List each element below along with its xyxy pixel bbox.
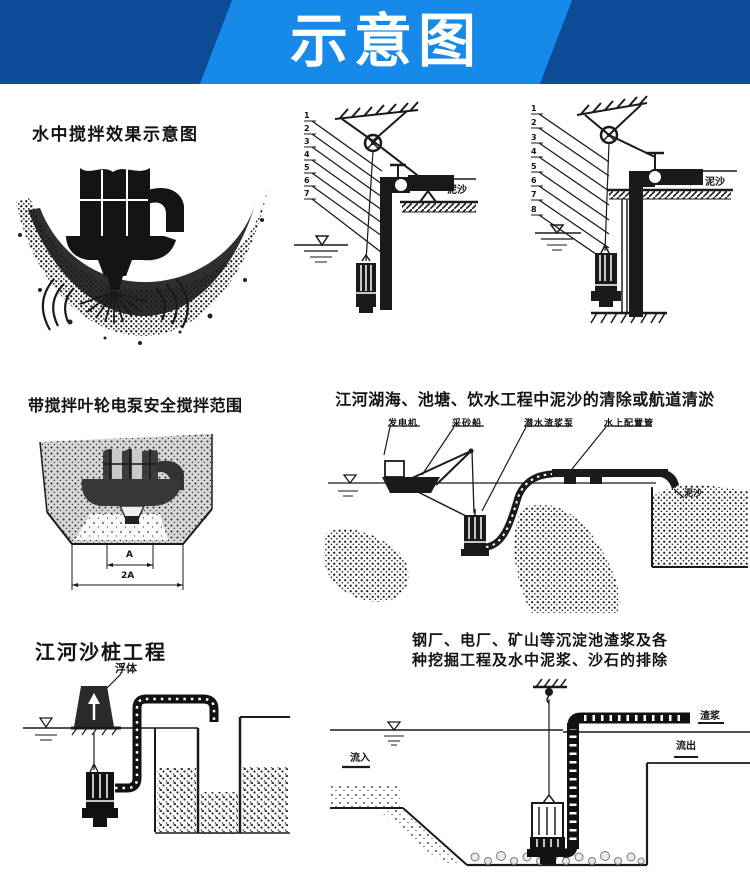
outflow-label: 流出 bbox=[676, 741, 696, 752]
derrick-right-number: 4 bbox=[531, 147, 537, 156]
sedimentation-illustration bbox=[330, 678, 750, 867]
dredging-title: 江河湖海、池塘、饮水工程中泥沙的清除或航道清淤 bbox=[335, 390, 715, 409]
derrick-left-number: 3 bbox=[304, 137, 310, 146]
dredging-illustration bbox=[324, 425, 748, 613]
panel-sand-pile: 江河沙桩工程 浮体 bbox=[15, 630, 315, 889]
slurry-label: 渣浆 bbox=[700, 711, 720, 722]
sediment-label: 泥沙 bbox=[684, 489, 703, 499]
generator-label: 发电机 bbox=[388, 419, 419, 429]
derrick-right-illustration bbox=[531, 95, 737, 324]
floating-pipe-label: 水上配置管 bbox=[604, 419, 655, 429]
mixing-effect-title: 水中搅拌效果示意图 bbox=[32, 125, 199, 145]
derrick-right-number: 7 bbox=[531, 190, 537, 199]
header-banner: 示意图 bbox=[0, 0, 750, 84]
sand-pile-illustration bbox=[23, 673, 290, 834]
dimension-a-label: A bbox=[126, 550, 133, 560]
panel-dredging: 江河湖海、池塘、饮水工程中泥沙的清除或航道清淤 发电机 采砂船 潜水渣浆泵 水上… bbox=[300, 380, 750, 625]
float-label: 浮体 bbox=[115, 662, 137, 675]
panel-mixing-range: 带搅拌叶轮电泵安全搅拌范围 bbox=[20, 380, 285, 610]
derrick-right-number: 2 bbox=[531, 118, 537, 127]
derrick-right-number: 3 bbox=[531, 133, 537, 142]
submersible-pump-label: 潜水渣浆泵 bbox=[524, 419, 575, 429]
derrick-left-number: 2 bbox=[304, 124, 310, 133]
derrick-left-number: 7 bbox=[304, 189, 310, 198]
sedimentation-title-line1: 钢厂、电厂、矿山等沉淀池渣浆及各 bbox=[411, 631, 668, 649]
derrick-left-number: 5 bbox=[304, 163, 310, 172]
derrick-right-number: 6 bbox=[531, 176, 537, 185]
panel-sedimentation: 钢厂、电厂、矿山等沉淀池渣浆及各 种挖掘工程及水中泥浆、沙石的排除 bbox=[330, 625, 750, 889]
panel-derrick-right: 1 2 3 4 5 6 7 8 泥沙 bbox=[505, 95, 750, 345]
mixing-effect-illustration bbox=[16, 168, 268, 345]
sedimentation-title-line2: 种挖掘工程及水中泥浆、沙石的排除 bbox=[411, 651, 668, 669]
dredger-boat-label: 采砂船 bbox=[452, 419, 483, 429]
derrick-left-number: 4 bbox=[304, 150, 310, 159]
panel-derrick-left: 1 2 3 4 5 6 7 泥沙 bbox=[280, 95, 510, 345]
derrick-left-number: 1 bbox=[304, 111, 310, 120]
page-title: 示意图 bbox=[289, 9, 482, 74]
mixing-range-illustration bbox=[39, 434, 213, 590]
dimension-2a-label: 2A bbox=[121, 571, 135, 581]
sediment-label: 泥沙 bbox=[447, 185, 467, 196]
derrick-right-number: 8 bbox=[531, 205, 537, 214]
derrick-right-number: 1 bbox=[531, 104, 537, 113]
inflow-label: 流入 bbox=[350, 753, 370, 764]
derrick-left-illustration bbox=[294, 101, 478, 313]
sand-pile-title: 江河沙桩工程 bbox=[35, 640, 167, 664]
sediment-label: 泥沙 bbox=[705, 177, 725, 188]
derrick-left-number: 6 bbox=[304, 176, 310, 185]
mixing-range-title: 带搅拌叶轮电泵安全搅拌范围 bbox=[28, 396, 243, 415]
panel-mixing-effect: 水中搅拌效果示意图 bbox=[10, 100, 275, 350]
derrick-right-number: 5 bbox=[531, 162, 537, 171]
